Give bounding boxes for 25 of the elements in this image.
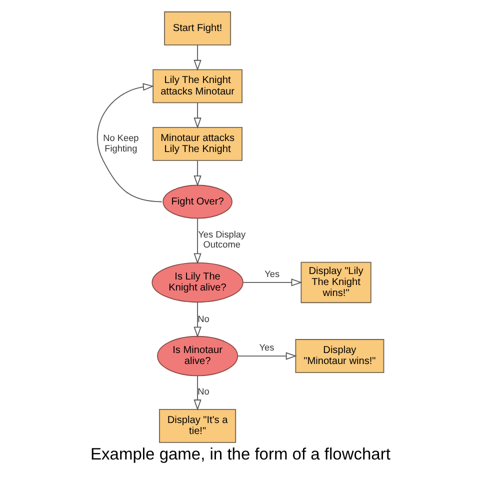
edge-label: Yes bbox=[264, 268, 280, 279]
arrow bbox=[236, 352, 296, 360]
node-box: Display "Minotaur wins!" bbox=[294, 339, 384, 373]
arrow bbox=[193, 160, 201, 186]
node-ellipse: Is Lily The Knight alive? bbox=[151, 262, 243, 303]
edge-label: No bbox=[197, 386, 209, 397]
arrow bbox=[193, 375, 201, 411]
edge-label: No Keep Fighting bbox=[102, 133, 138, 154]
arrow bbox=[193, 102, 201, 129]
edge-label: Yes bbox=[258, 342, 274, 353]
arrow bbox=[96, 83, 162, 202]
arrow bbox=[242, 278, 302, 286]
node-ellipse: Fight Over? bbox=[162, 184, 232, 219]
node-box: Display "Lily The Knight wins!" bbox=[300, 262, 371, 304]
caption: Example game, in the form of a flowchart bbox=[90, 445, 390, 464]
node-box: Lily The Knight attacks Minotaur bbox=[152, 69, 242, 104]
arrow bbox=[193, 218, 201, 264]
arrow bbox=[193, 302, 201, 338]
edge-label: No bbox=[197, 314, 209, 324]
node-box: Display "It's a tie!" bbox=[158, 408, 236, 443]
arrow bbox=[193, 44, 201, 71]
node-ellipse: Is Minotaur alive? bbox=[156, 336, 238, 376]
node-box: Start Fight! bbox=[164, 11, 231, 46]
node-box: Minotaur attacks Lily The Knight bbox=[152, 127, 242, 161]
edge-label: Yes Display Outcome bbox=[198, 230, 246, 250]
